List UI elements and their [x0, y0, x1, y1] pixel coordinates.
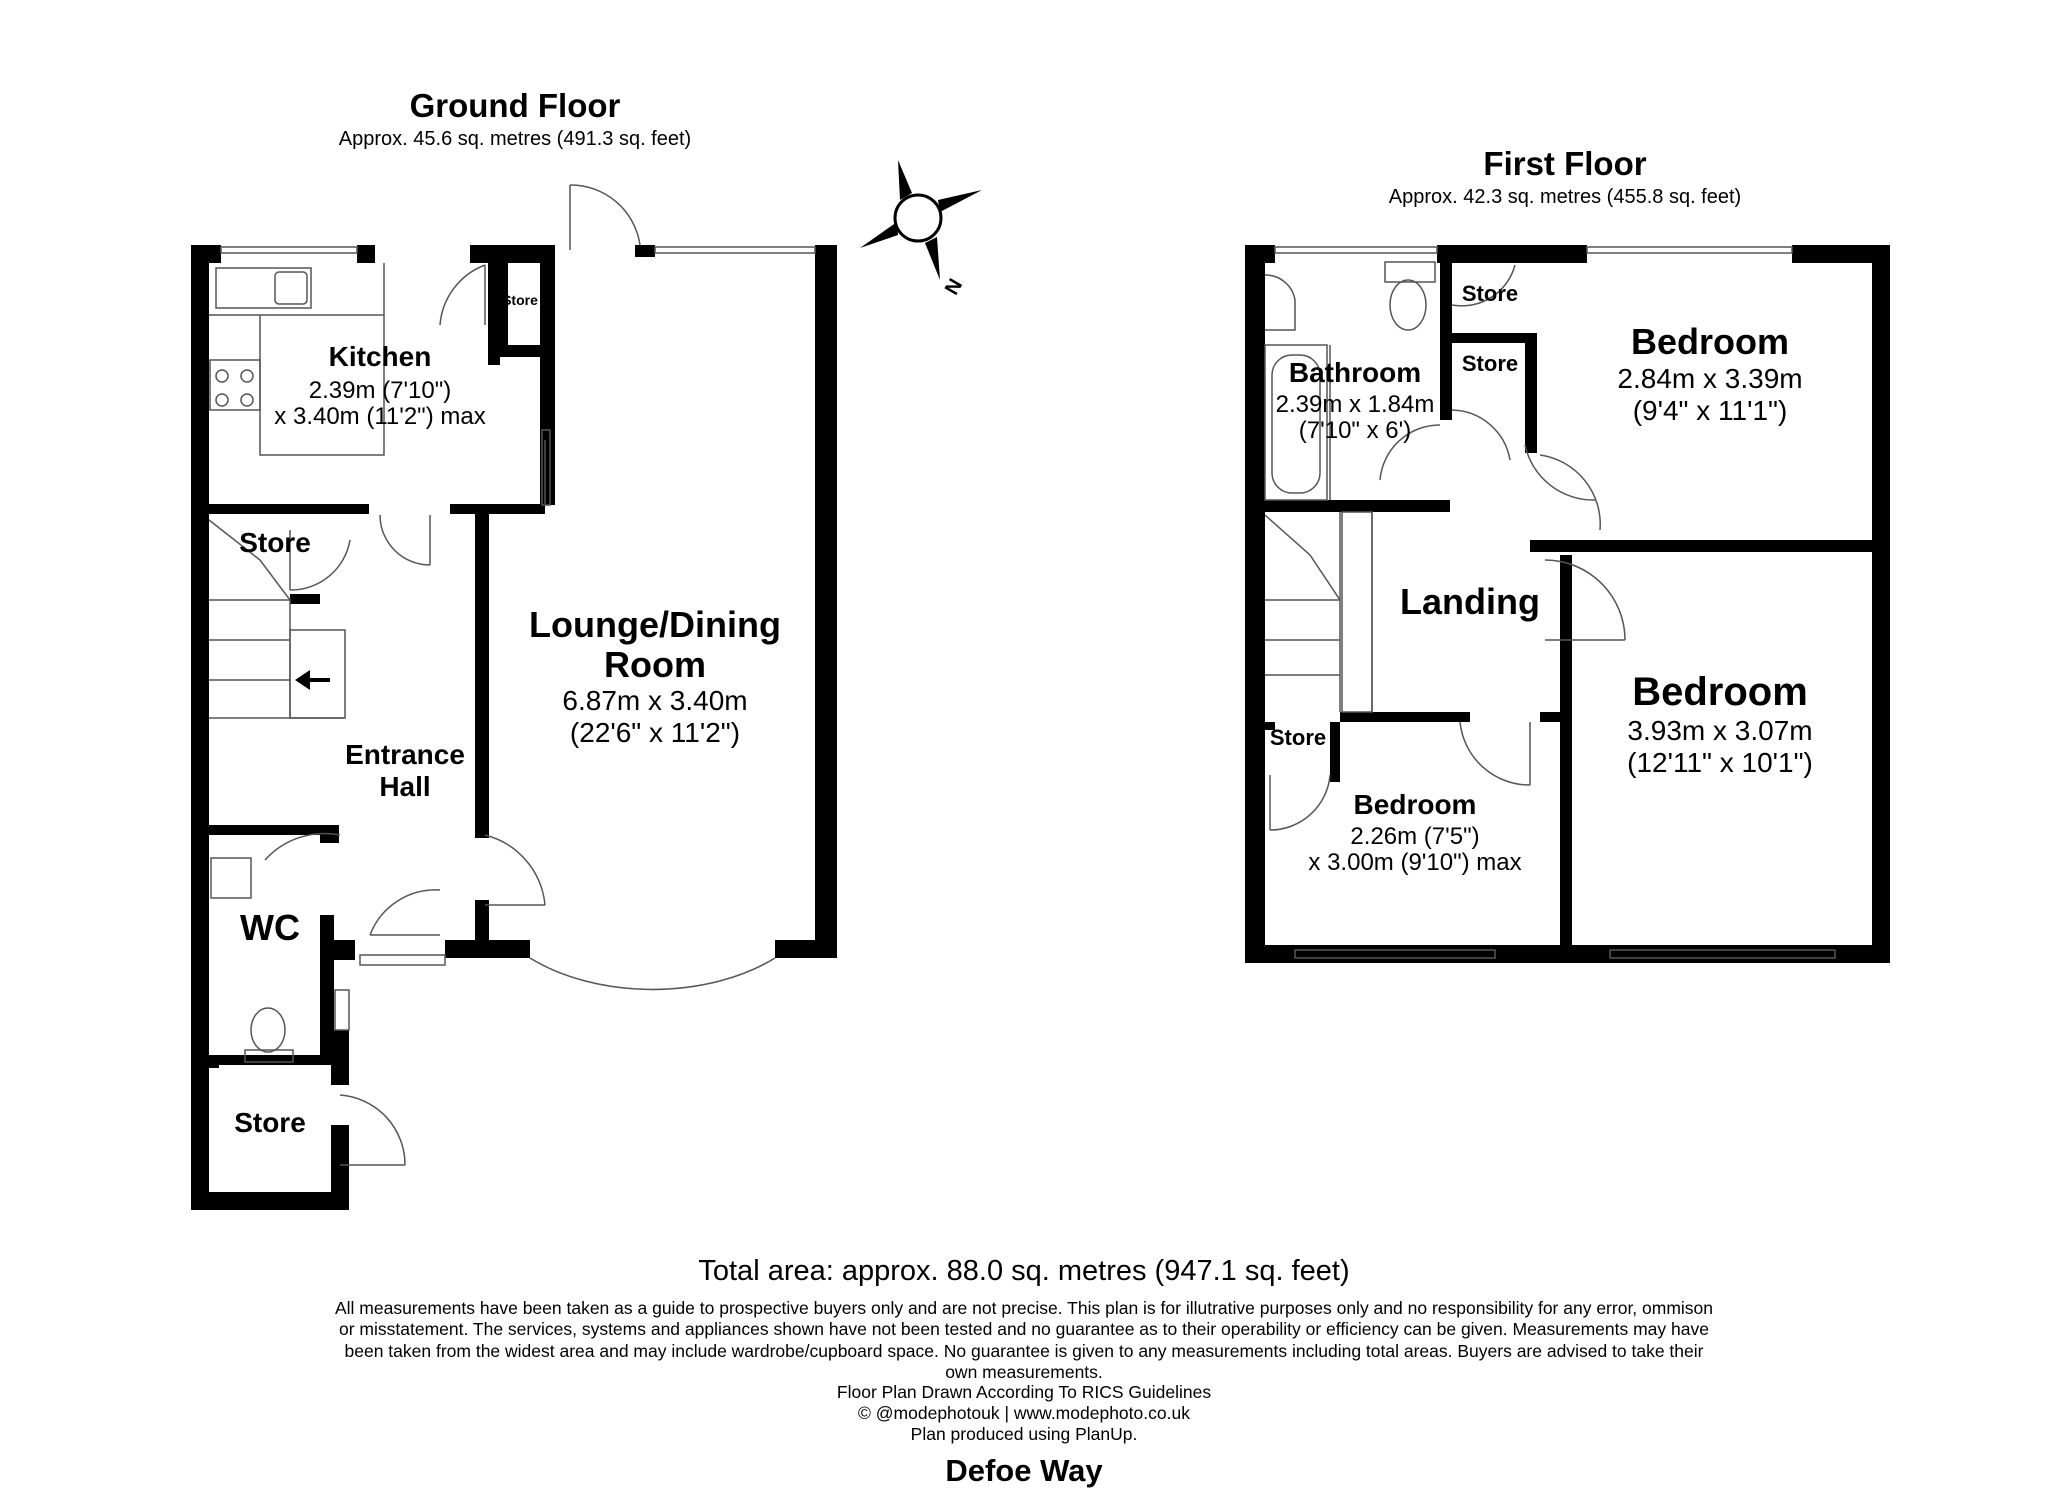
ground-windows: [220, 246, 816, 1031]
property-address: Defoe Way: [945, 1453, 1103, 1488]
first-floor-plan: [1245, 245, 1890, 963]
ground-outer-walls: [191, 245, 837, 1210]
first-doors: [1269, 264, 1626, 831]
bedroom-right-bottom-dim1: 3.93m x 3.07m: [1627, 715, 1813, 746]
ground-stairs: [208, 519, 346, 719]
bedroom-small-dim1: 2.26m (7'5"): [1350, 823, 1480, 850]
entrance-hall-label-2: Hall: [379, 771, 431, 802]
total-area: Total area: approx. 88.0 sq. metres (947…: [698, 1255, 1350, 1287]
bedroom-right-top-dim2: (9'4" x 11'1"): [1632, 395, 1788, 426]
bathroom-fixtures: [1264, 261, 1436, 501]
store-upper-label: Store: [239, 527, 311, 558]
ground-floor-title: Ground Floor: [409, 87, 621, 124]
wc-label: WC: [240, 907, 300, 948]
lounge-dim2: (22'6" x 11'2"): [569, 717, 741, 748]
store-top-label: Store: [1461, 281, 1519, 306]
bedroom-right-bottom-label: Bedroom: [1632, 670, 1808, 714]
kitchen-dim1: 2.39m (7'10"): [308, 377, 452, 404]
bedroom-right-top-dim1: 2.84m x 3.39m: [1617, 363, 1803, 394]
kitchen-units: [209, 263, 551, 506]
bathroom-dim2: (7'10" x 6'): [1298, 417, 1412, 444]
wc-fixtures: [210, 857, 294, 1063]
bathroom-label: Bathroom: [1288, 357, 1422, 388]
first-stairs: [1264, 511, 1373, 713]
store-mid-label: Store: [1461, 351, 1519, 376]
first-inner-walls: [1265, 260, 1890, 945]
ground-doors: [264, 184, 776, 1166]
bedroom-small-label: Bedroom: [1353, 789, 1477, 820]
kitchen-dim2: x 3.40m (11'2") max: [274, 403, 486, 430]
bedroom-small-dim2: x 3.00m (9'10") max: [1308, 849, 1522, 876]
store-bed3-label: Store: [1269, 725, 1327, 750]
credits: © @modephotouk | www.modephoto.co.uk: [858, 1403, 1190, 1423]
bedroom-right-top-label: Bedroom: [1630, 321, 1789, 362]
software-credit: Plan produced using PlanUp.: [910, 1424, 1138, 1444]
entrance-hall-label-1: Entrance: [345, 739, 465, 770]
lounge-dim1: 6.87m x 3.40m: [562, 685, 748, 716]
bathroom-dim1: 2.39m x 1.84m: [1275, 391, 1435, 418]
lounge-label-2: Room: [604, 644, 706, 685]
first-windows: [1274, 246, 1836, 959]
ground-floor-area: Approx. 45.6 sq. metres (491.3 sq. feet): [338, 128, 692, 150]
disclaimer: All measurements have been taken as a gu…: [334, 1298, 1714, 1383]
first-floor-area: Approx. 42.3 sq. metres (455.8 sq. feet): [1388, 186, 1742, 208]
landing-label: Landing: [1400, 581, 1540, 622]
store-lower-label: Store: [234, 1107, 306, 1138]
lounge-label-1: Lounge/Dining: [529, 604, 781, 645]
first-floor-title: First Floor: [1483, 145, 1647, 182]
compass: [860, 160, 982, 280]
ground-floor-plan: [191, 184, 837, 1210]
bedroom-right-bottom-dim2: (12'11" x 10'1"): [1627, 747, 1813, 778]
kitchen-store-label: Store: [502, 292, 538, 308]
rics-guidelines: Floor Plan Drawn According To RICS Guide…: [836, 1382, 1212, 1402]
ground-inner-walls: [209, 245, 548, 1160]
kitchen-label: Kitchen: [328, 341, 432, 372]
